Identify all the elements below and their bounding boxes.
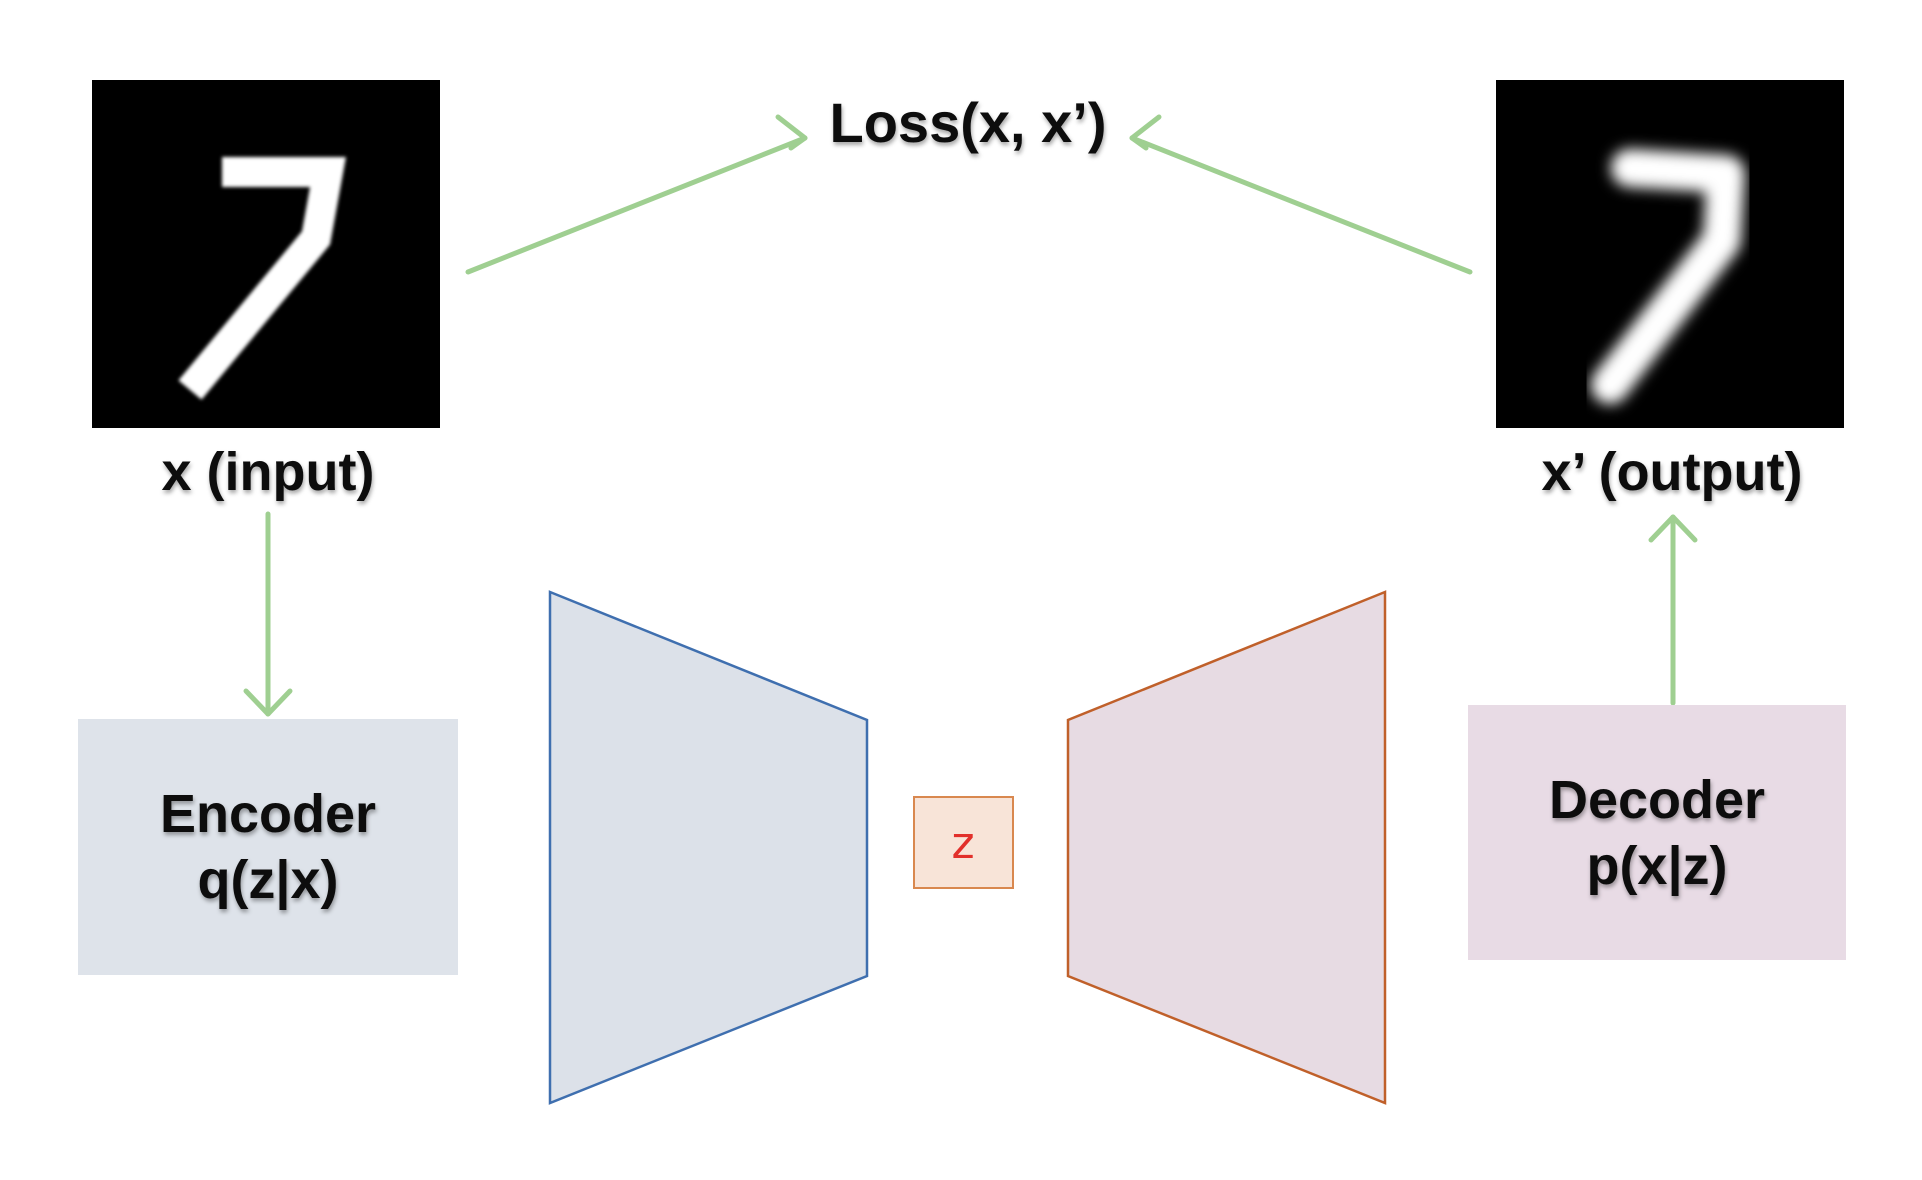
- loss-label: Loss(x, x’): [830, 91, 1107, 154]
- decoder-box: Decoder p(x|z): [1468, 705, 1846, 960]
- input-digit-seven: [178, 157, 346, 400]
- output-digit-seven: [1591, 149, 1745, 404]
- input-image: [92, 80, 440, 428]
- encoder-formula: q(z|x): [197, 850, 338, 911]
- latent-z-label: z: [951, 818, 974, 869]
- encoder-box: Encoder q(z|x): [78, 719, 458, 975]
- output-image: [1496, 80, 1844, 428]
- encoder-network-trapezoid: [548, 590, 869, 1105]
- decoder-network-trapezoid: [1066, 590, 1387, 1105]
- input-label: x (input): [162, 442, 375, 502]
- arrows: [243, 114, 1698, 717]
- decoder-title: Decoder: [1549, 770, 1765, 830]
- decoder-to-output-arrow: [1648, 514, 1698, 706]
- input-to-encoder-arrow: [243, 511, 293, 717]
- encoder-title: Encoder: [160, 784, 376, 844]
- input-to-loss-arrow: [465, 114, 808, 275]
- latent-z-box: z: [913, 796, 1014, 889]
- output-label: x’ (output): [1542, 442, 1803, 502]
- decoder-formula: p(x|z): [1586, 836, 1727, 897]
- output-to-loss-arrow: [1129, 114, 1473, 275]
